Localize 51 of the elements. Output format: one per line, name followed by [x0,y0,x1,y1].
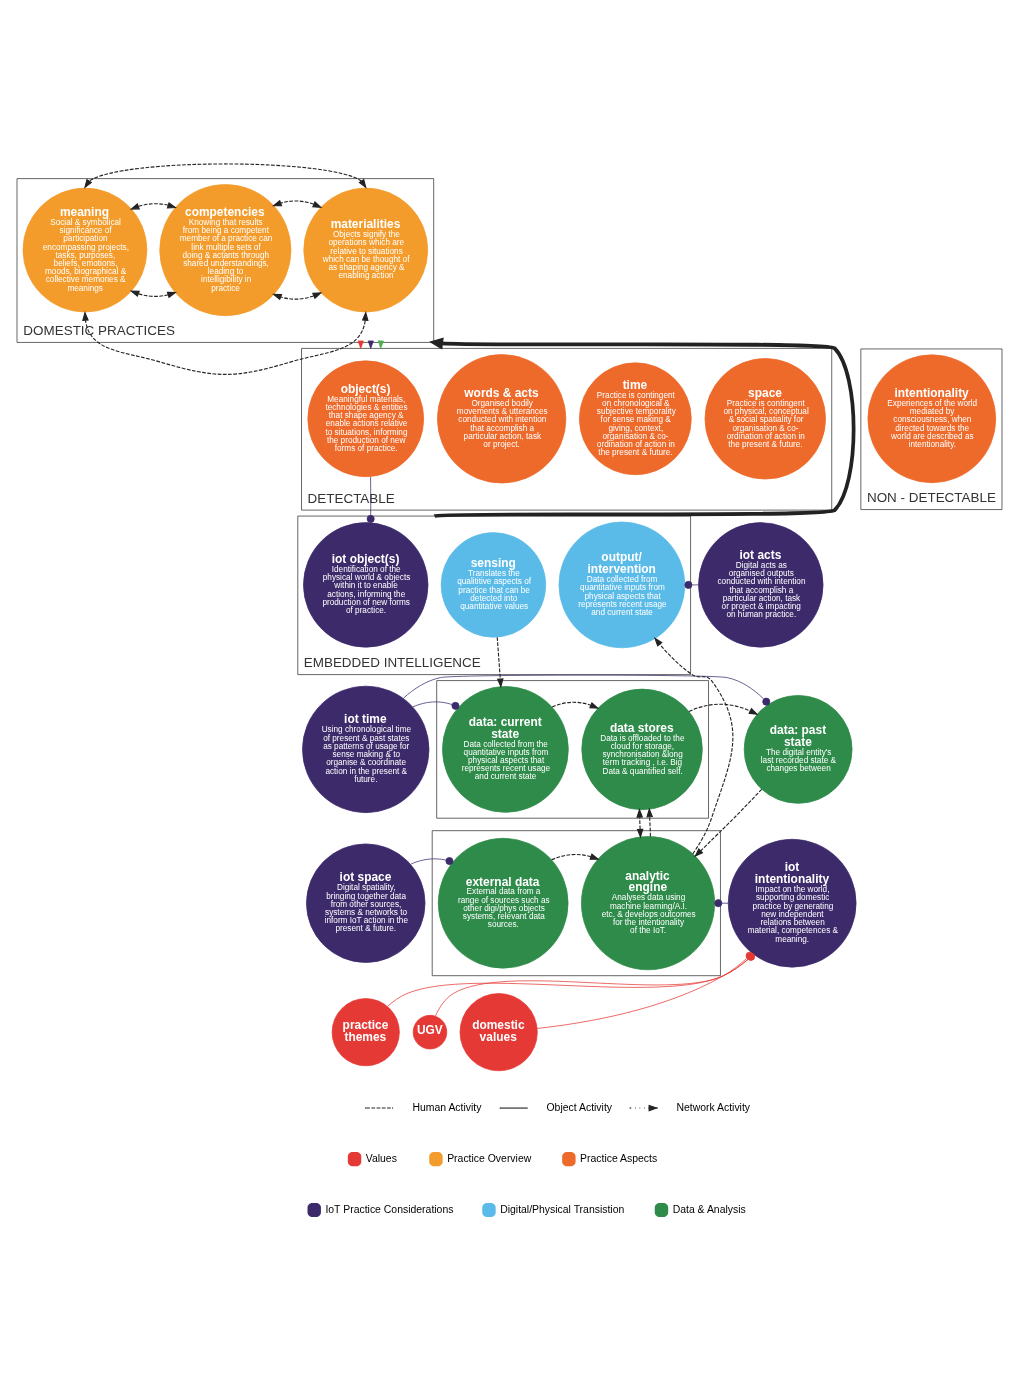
connector [412,701,460,710]
node-circle: data: current state Data collected from the quantitative inputs from physical aspects that represents recent usage and current state [442,686,569,813]
node-circle: data stores Data is offloaded to the cloud for storage, synchronisation &long term tracking , i.e. Big Data & quantified self. [581,688,703,811]
arrow [688,703,759,716]
node-circle: intentionality Experiences of the world mediated by consciousness, when directed towards the world are described as intentionality. [867,354,997,484]
node-circle: analytic engine Analyses data using machine learning/A.I. etc. & develops outcomes for the intentionality of the IoT. [581,836,715,971]
node-circle: iot object(s) Identification of the physical world & objects within it to enable actions, informing the production of new forms of practice. [303,522,429,648]
legend-label: IoT Practice Considerations [325,1203,454,1215]
node-circle: sensing Translates the qualititive aspects of practice that can be detected into quantitative values [440,532,547,638]
legend-label: Data & Analysis [672,1203,746,1215]
arrow [429,337,856,518]
arrow [84,163,367,189]
node-circle: materialities Objects signify the operations which are relative to situations which can be thought of as shaping agency & enabling action [303,187,429,313]
connector [410,857,454,866]
node-circle: space Practice is contingent on physical, conceptual & social spatiality for organisation & co-ordination of action in the present & future. [704,358,826,480]
node-circle: UGV [412,1015,448,1050]
connector [684,580,699,589]
arrow [646,807,654,838]
connector [714,899,729,908]
arrow [694,788,763,858]
arrow [636,808,644,839]
legend-label: Practice Aspects [580,1152,658,1164]
node-circle: external data External data from a range of sources such as other digi/phys objects systems, relevant data sources. [437,837,569,969]
arrow [551,701,600,709]
legend-label: Values [365,1152,397,1164]
legend-label: Practice Overview [447,1152,532,1164]
arrow [272,199,323,208]
node-circle: domestic values [459,993,538,1072]
node-circle: meaning Social & symbolical significance of participation encompassing projects, tasks, purposes, beliefs, emotions, moods, biographical & collective memories & meanings [22,187,148,313]
node-circle: words & acts Organised bodily movements & utterances conducted with intention that accomplish a particular action, task or project. [437,354,567,484]
node-circle: competencies Knowing that results from being a competent member of a practice can link multiple sets of doing & actants through shared understandings, leading to intelligibility in practice [159,184,292,317]
legend-label: Network Activity [676,1101,751,1113]
connector [366,476,375,523]
legend-label: Digital/Physical Transistion [500,1203,625,1215]
node-circle: iot acts Digital acts as organised outputs conducted with intention that accomplish a particular action, task or project & impacting on human practice. [698,522,824,648]
node-circle: iot space Digital spatiality, bringing together data from other sources, systems & networks to inform IoT action in the present & future. [306,843,426,963]
connector [402,674,771,706]
arrow [272,292,323,301]
legend-label: Object Activity [546,1101,613,1113]
node-circle: practice themes [331,998,400,1067]
arrow [129,201,177,210]
legend-label: Human Activity [412,1101,482,1113]
arrow [496,636,504,689]
node-circle: iot intentionality Impact on the world, supporting domestic practice by generating new independent relations between material, competences & meaning. [727,838,857,968]
node-circle: iot time Using chronological time of present & past states as patterns of usage for sense making & to organise & coordinate action in the present & future. [302,685,430,814]
arrow [82,311,369,375]
arrow [551,853,600,861]
node-circle: time Practice is contingent on chronological & subjective temporality for sense making & giving, context, organisation & co-ordination of action in the present & future. [579,362,692,476]
arrow [129,290,177,299]
node-circle: object(s) Meaningful materials, technologies & entities that shape agency & enable actions relative to situations, informing the production of new forms of practice. [307,360,425,478]
arrow [653,637,734,855]
